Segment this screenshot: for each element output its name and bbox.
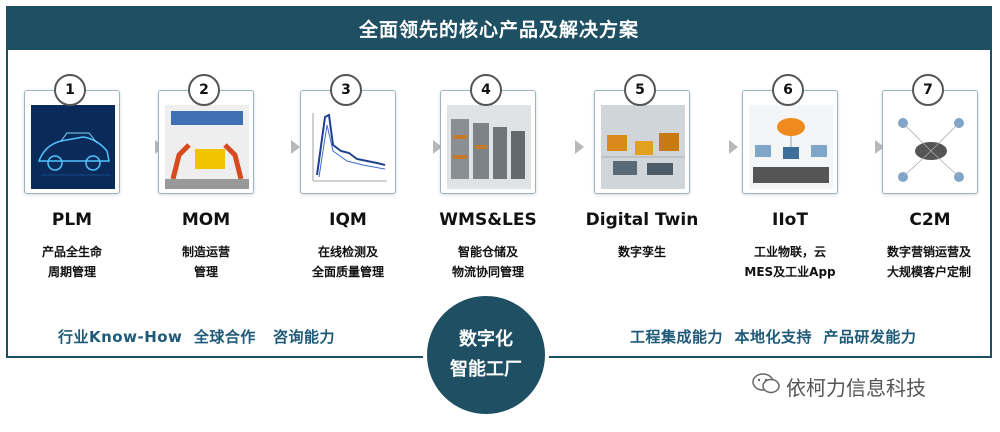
flow-arrow [398, 122, 442, 172]
product-desc-line: 在线检测及 [317, 245, 378, 259]
digital-factory-icon [601, 105, 685, 189]
product-name-c2m: C2M [909, 210, 951, 230]
step-badge-2: 2 [188, 74, 220, 106]
product-card-digital-twin[interactable] [594, 90, 690, 194]
product-name-wms-les: WMS&LES [439, 210, 537, 230]
product-desc-mom: 制造运营 管理 [148, 242, 264, 282]
product-card-c2m[interactable] [882, 90, 978, 194]
page-title: 全面领先的核心产品及解决方案 [6, 6, 992, 50]
product-desc-digital-twin: 数字孪生 [584, 242, 700, 262]
product-name-plm: PLM [51, 210, 93, 230]
robot-arm-icon [165, 105, 249, 189]
capabilities-left: 行业Know-How 全球合作 咨询能力 [58, 328, 336, 346]
arrow-head-icon [433, 140, 442, 154]
warehouse-shelves-icon [447, 105, 531, 189]
c2m-network-icon [889, 105, 973, 189]
arrow-head-icon [291, 140, 300, 154]
step-badge-6: 6 [772, 74, 804, 106]
flow-arrow [256, 122, 300, 172]
product-desc-line: 数字孪生 [617, 245, 666, 259]
product-desc-line: 周期管理 [47, 265, 96, 279]
circle-line-1: 数字化 [459, 329, 513, 350]
step-badge-4: 4 [470, 74, 502, 106]
watermark-text: 依柯力信息科技 [786, 376, 926, 400]
product-card-iiot[interactable] [742, 90, 838, 194]
wechat-icon [752, 373, 780, 400]
product-desc-line: 大规模客户定制 [886, 265, 971, 279]
arrow-head-icon [729, 140, 738, 154]
product-desc-line: 数字营销运营及 [886, 245, 971, 259]
circle-line-2: 智能工厂 [450, 359, 522, 380]
step-badge-5: 5 [624, 74, 656, 106]
iot-cloud-icon [749, 105, 833, 189]
product-name-iqm: IQM [329, 210, 367, 230]
product-name-mom: MOM [181, 210, 231, 230]
capabilities-right: 工程集成能力 本地化支持 产品研发能力 [630, 328, 917, 346]
step-badge-3: 3 [330, 74, 362, 106]
product-desc-line: 全面质量管理 [311, 265, 384, 279]
product-desc-line: 管理 [193, 265, 218, 279]
product-desc-line: 智能仓储及 [457, 245, 518, 259]
product-desc-line: 制造运营 [181, 245, 230, 259]
product-desc-c2m: 数字营销运营及 大规模客户定制 [862, 242, 996, 282]
step-badge-1: 1 [54, 74, 86, 106]
smart-factory-circle: 数字化 智能工厂 [423, 292, 549, 418]
product-card-plm[interactable] [24, 90, 120, 194]
car-wireframe-icon [31, 105, 115, 189]
product-card-iqm[interactable] [300, 90, 396, 194]
flow-arrow [694, 122, 738, 172]
product-desc-line: 物流协同管理 [451, 265, 524, 279]
step-badge-7: 7 [912, 74, 944, 106]
product-card-mom[interactable] [158, 90, 254, 194]
product-card-wms-les[interactable] [440, 90, 536, 194]
product-desc-line: 产品全生命 [41, 245, 102, 259]
flow-arrow [840, 122, 884, 172]
quality-chart-icon [307, 105, 391, 189]
product-desc-line: MES及工业App [744, 265, 836, 279]
product-desc-wms-les: 智能仓储及 物流协同管理 [428, 242, 548, 282]
flow-arrow [540, 122, 584, 172]
product-desc-line: 工业物联，云 [753, 245, 826, 259]
product-name-iiot: IIoT [772, 210, 808, 230]
product-name-digital-twin: Digital Twin [585, 210, 699, 230]
product-desc-iiot: 工业物联，云 MES及工业App [728, 242, 852, 282]
product-desc-iqm: 在线检测及 全面质量管理 [290, 242, 406, 282]
arrow-head-icon [875, 140, 884, 154]
watermark: 依柯力信息科技 [752, 372, 926, 401]
product-desc-plm: 产品全生命 周期管理 [14, 242, 130, 282]
arrow-head-icon [575, 140, 584, 154]
